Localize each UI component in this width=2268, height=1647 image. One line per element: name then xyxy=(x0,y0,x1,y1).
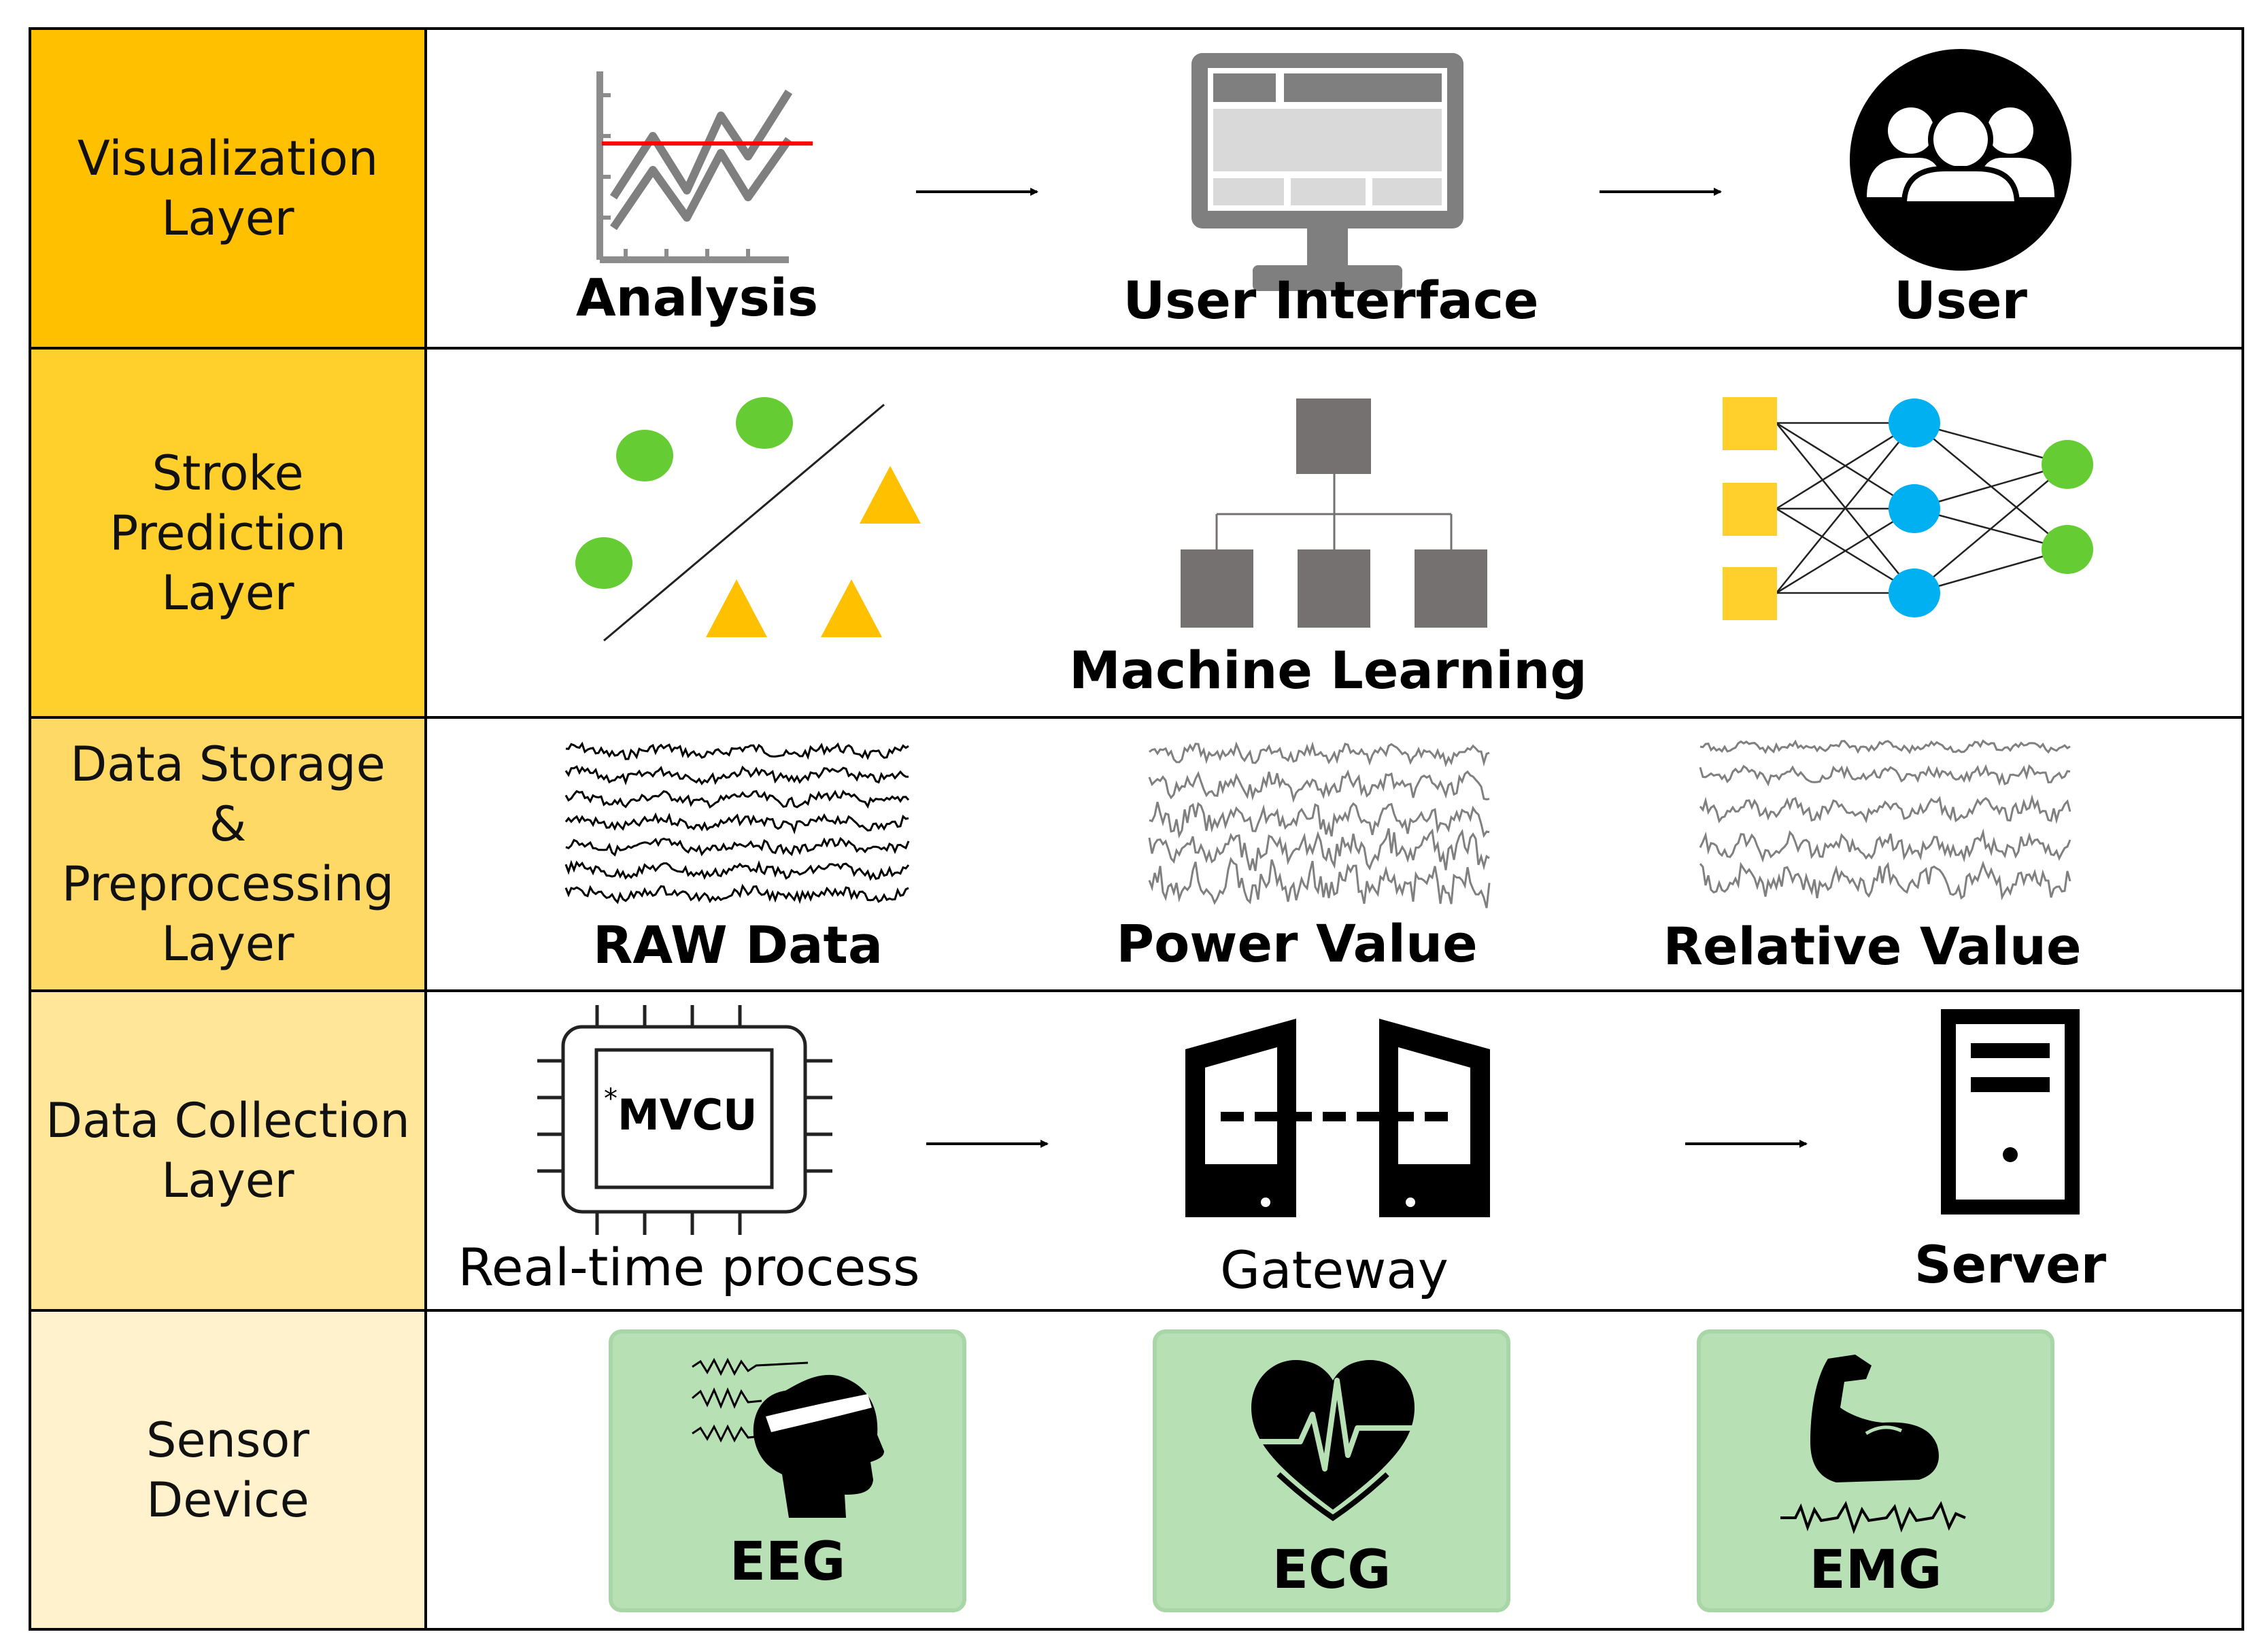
neural-network-icon xyxy=(1723,397,2093,620)
raw-data-waveforms xyxy=(564,741,910,904)
waveform-trace xyxy=(1699,764,2071,787)
waveform-trace xyxy=(1149,801,1490,839)
relative-value-waveforms xyxy=(1699,739,2071,901)
waveform-trace xyxy=(564,765,909,785)
waveform-trace xyxy=(1699,794,2071,824)
waveform-trace xyxy=(564,789,910,809)
waveform-trace xyxy=(1699,739,2071,755)
waveform-trace xyxy=(1148,857,1491,909)
waveform-trace xyxy=(564,883,909,904)
decision-tree-icon xyxy=(1181,398,1487,628)
waveform-trace xyxy=(1149,741,1490,768)
server-icon xyxy=(1941,1009,2080,1215)
waveform-trace xyxy=(1148,828,1490,872)
layer-cell-stroke-prediction xyxy=(30,348,426,717)
table-grid xyxy=(29,27,2244,1631)
layer-cell-data-storage xyxy=(30,717,426,991)
users-group-icon xyxy=(1850,49,2071,271)
microcontroller-chip-icon xyxy=(537,1005,832,1235)
waveform-trace xyxy=(1699,828,2071,863)
heart-ecg-icon xyxy=(1251,1360,1415,1521)
layer-cell-sensor-device xyxy=(30,1310,426,1629)
waveform-trace xyxy=(564,812,909,834)
power-value-waveforms xyxy=(1148,741,1491,909)
waveform-trace xyxy=(1699,860,2071,901)
layer-cell-visualization xyxy=(30,29,426,348)
waveform-trace xyxy=(565,741,909,760)
head-eeg-icon xyxy=(692,1357,884,1518)
gateway-icon xyxy=(1185,1019,1490,1217)
waveform-trace xyxy=(565,836,910,857)
waveform-trace xyxy=(564,860,910,881)
monitor-icon xyxy=(1191,53,1463,291)
waveform-trace xyxy=(1148,769,1490,803)
svm-classification-icon xyxy=(575,397,921,642)
analysis-chart-icon xyxy=(596,71,813,263)
layer-cell-data-collection xyxy=(30,991,426,1310)
muscle-emg-icon xyxy=(1780,1355,1966,1534)
